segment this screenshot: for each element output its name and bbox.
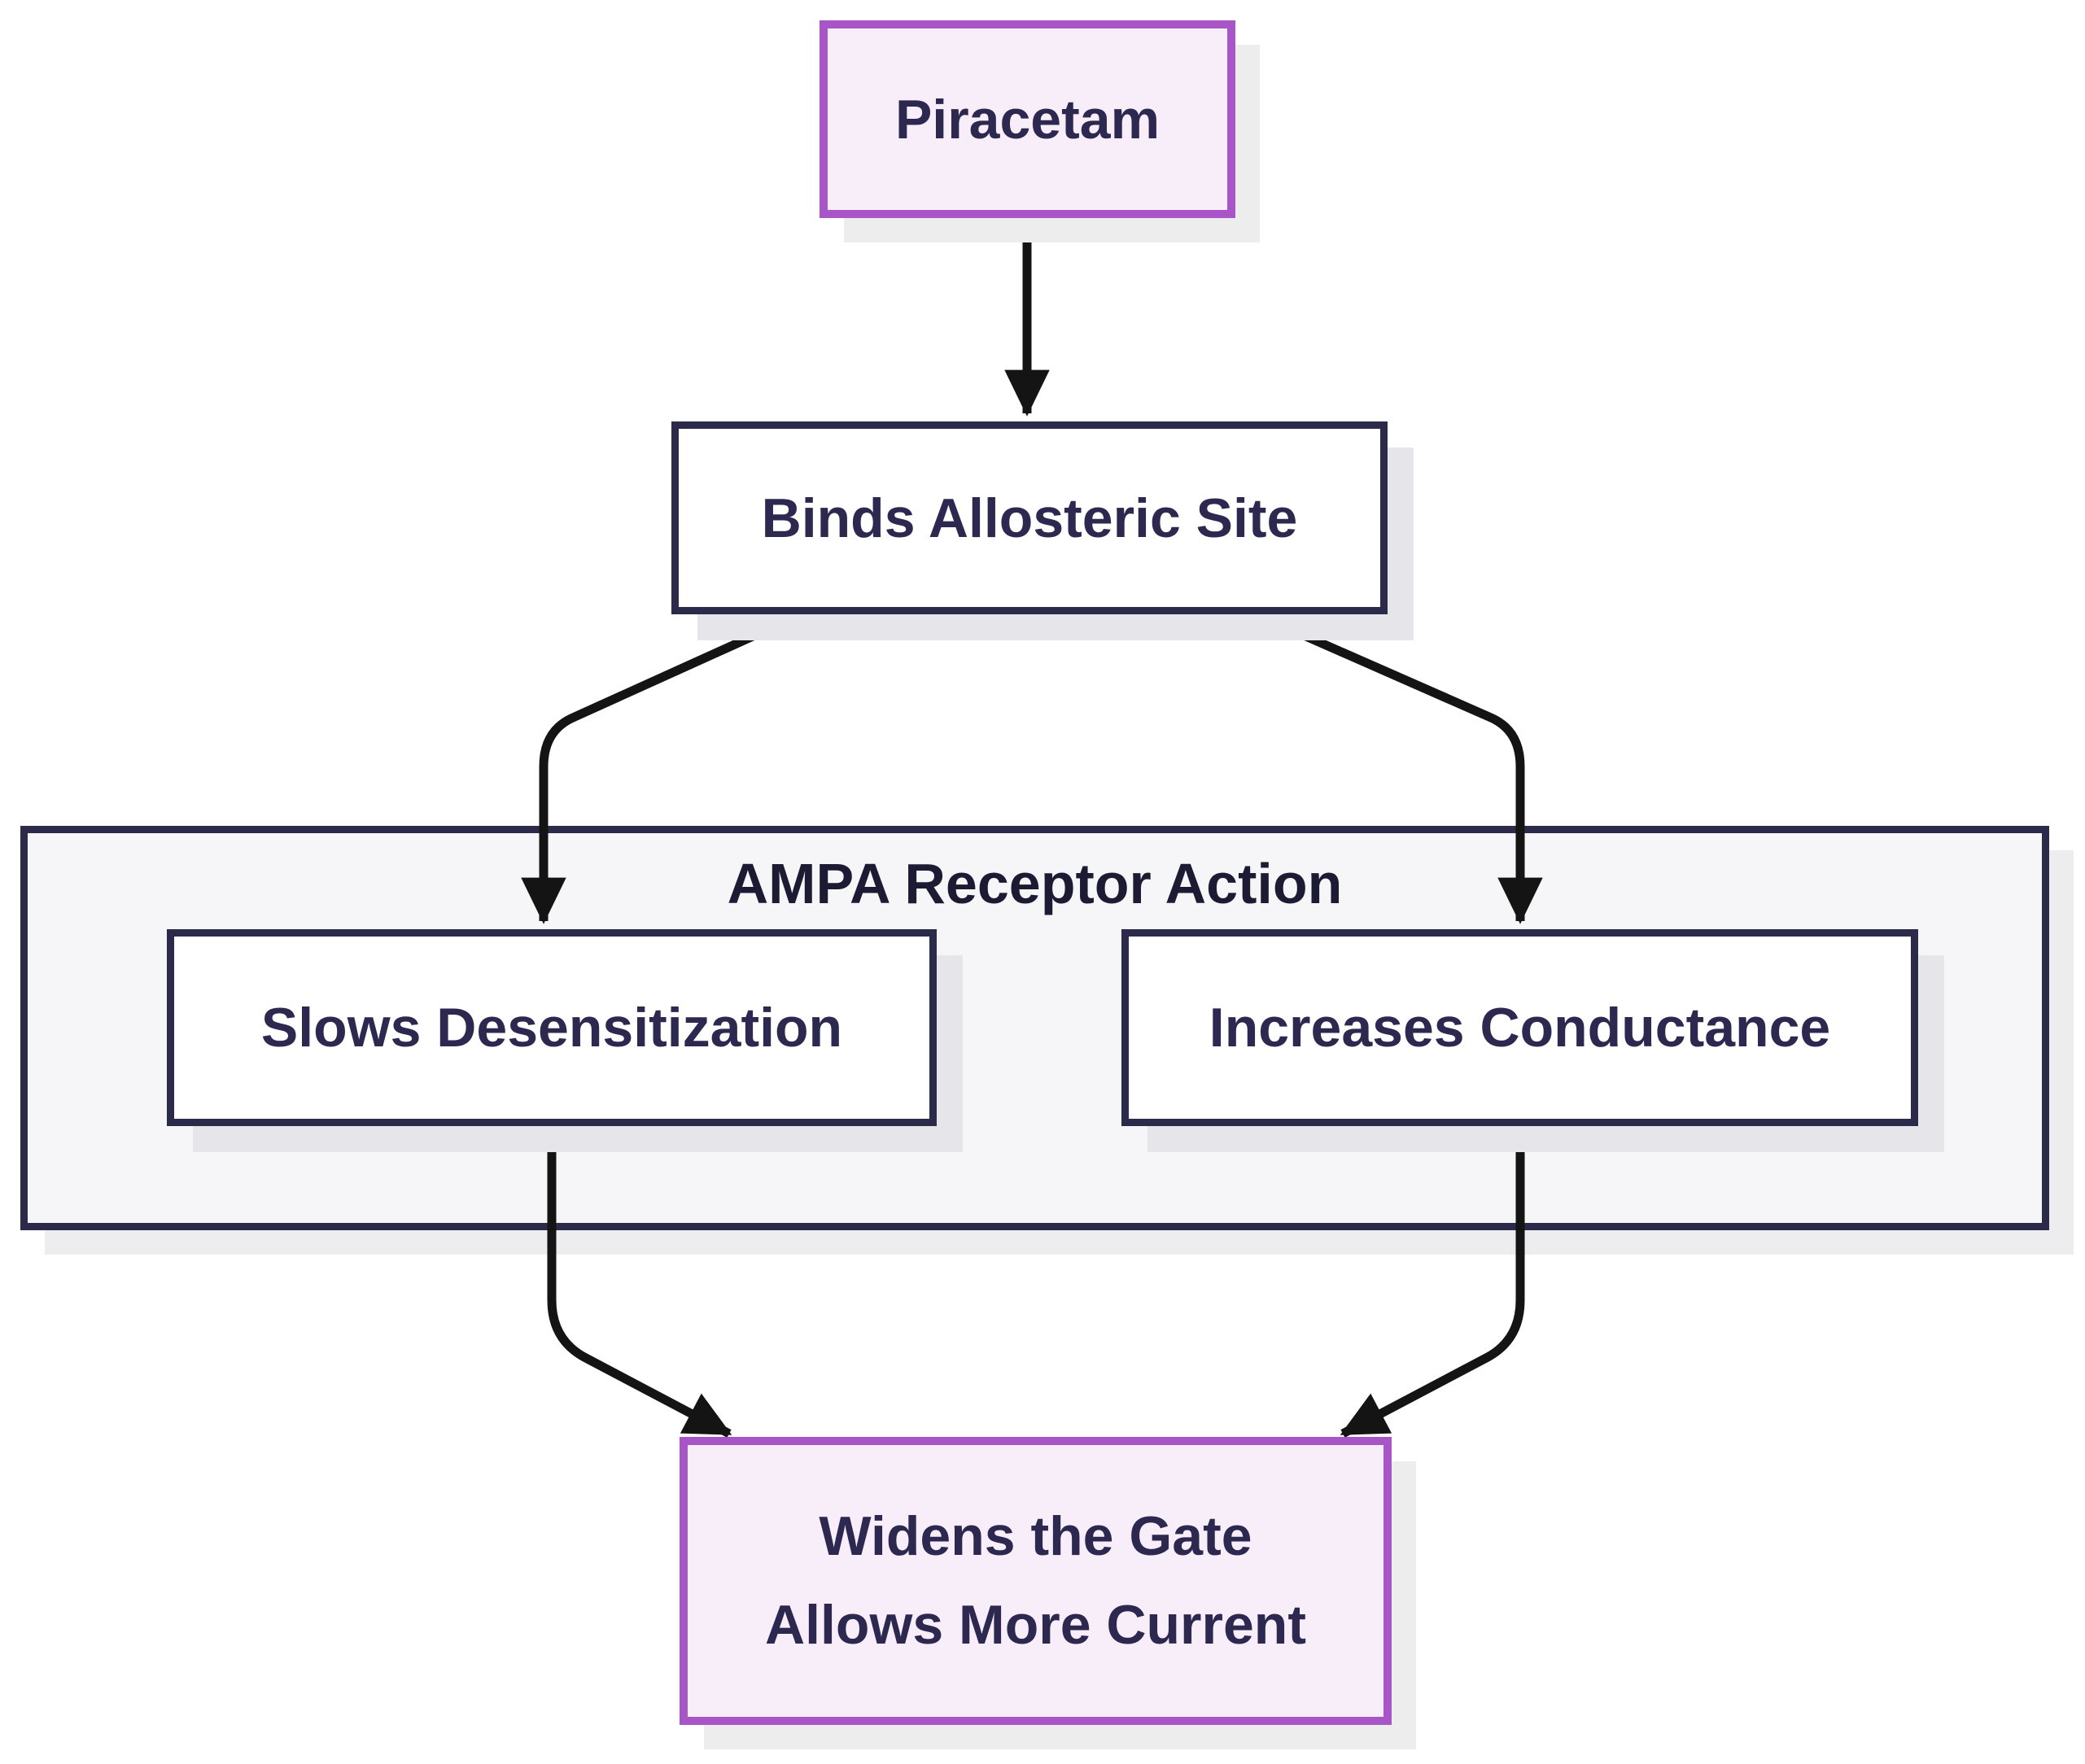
node-widens-label-line2: Allows More Current <box>765 1594 1306 1656</box>
node-binds-allosteric-site: Binds Allosteric Site <box>671 421 1388 614</box>
node-widens-the-gate: Widens the Gate Allows More Current <box>680 1437 1392 1725</box>
node-widens-label-line1: Widens the Gate <box>819 1505 1252 1568</box>
node-piracetam: Piracetam <box>820 20 1235 218</box>
node-slows-label: Slows Desensitization <box>260 997 843 1059</box>
edge-slows-to-widens <box>547 1129 732 1438</box>
node-piracetam-label: Piracetam <box>894 88 1161 151</box>
edge-binds-to-slows <box>521 612 798 924</box>
node-binds-label: Binds Allosteric Site <box>761 487 1298 549</box>
node-increases-conductance: Increases Conductance <box>1121 929 1918 1126</box>
group-title: AMPA Receptor Action <box>727 852 1343 915</box>
node-increases-label: Increases Conductance <box>1209 997 1831 1059</box>
edge-increases-to-widens <box>1340 1129 1525 1438</box>
node-slows-desensitization: Slows Desensitization <box>167 929 937 1126</box>
edge-binds-to-increases <box>1259 612 1543 924</box>
